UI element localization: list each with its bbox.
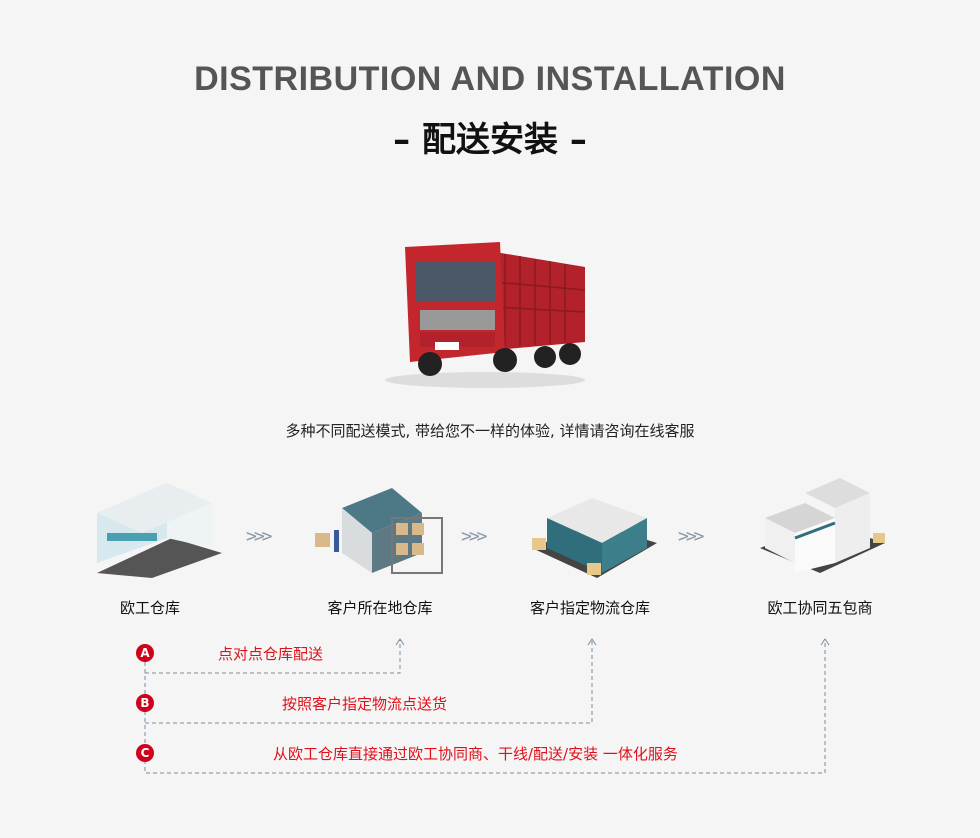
step-label-ougong-warehouse: 欧工仓库 [119,599,180,617]
step-label-partner: 欧工协同五包商 [767,599,873,617]
route-c-text: 从欧工仓库直接通过欧工协同商、干线/配送/安装 一体化服务 [273,745,678,763]
warehouse-icon [97,483,222,578]
title-chinese: – 配送安装 – [393,120,587,160]
truck-image [385,242,586,388]
step-label-logistics-warehouse: 客户指定物流仓库 [529,599,650,617]
title-english: DISTRIBUTION AND INSTALLATION [194,60,786,98]
partner-building-icon [760,478,885,573]
service-caption: 多种不同配送模式, 带给您不一样的体验, 详情请咨询在线客服 [285,422,695,440]
flow-arrow: >>> [461,526,487,547]
logistics-warehouse-icon [532,498,657,578]
flow-arrow: >>> [678,526,704,547]
customer-warehouse-icon [315,488,443,574]
route-badge-b: B [136,694,154,712]
route-a-text: 点对点仓库配送 [218,645,324,663]
route-b-text: 按照客户指定物流点送货 [282,695,448,713]
route-badge-c: C [136,744,154,762]
step-label-customer-warehouse: 客户所在地仓库 [327,599,433,617]
flow-arrow: >>> [246,526,272,547]
route-badge-a: A [136,644,154,662]
